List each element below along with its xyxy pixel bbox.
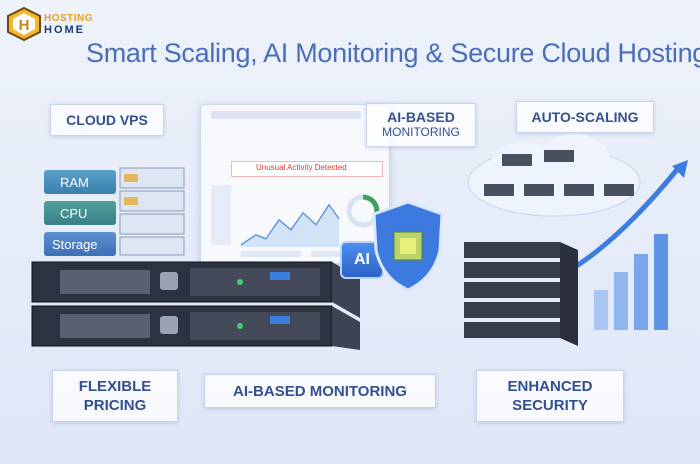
alert-text: Unusual Activity Detected [256,163,347,172]
rack-server-icon [31,261,360,350]
logo-letter: H [19,17,30,34]
ram-label: RAM [60,174,89,190]
dashboard-header-bar [211,111,361,119]
ai-badge-text: AI [354,251,370,268]
cpu-label: CPU [60,205,88,221]
shield-icon [372,200,444,292]
enhanced-security-label: ENHANCED SECURITY [476,370,624,422]
ai-monitoring-top-line1: AI-BASED [387,109,455,125]
page-title: Smart Scaling, AI Monitoring & Secure Cl… [86,38,700,68]
server-stack-icon [464,242,578,346]
ai-monitoring-bottom-text: AI-BASED MONITORING [233,382,407,400]
growth-chart-icon [568,160,688,330]
ai-monitoring-top-line2: MONITORING [382,125,460,139]
cloud-vps-text: CLOUD VPS [66,112,148,128]
brand-line1: HOSTING [44,13,94,24]
auto-scaling-label: AUTO-SCALING [516,101,654,133]
flexible-pricing-line2: PRICING [83,397,147,414]
flexible-pricing-line1: FLEXIBLE [78,378,152,395]
storage-label: Storage [52,236,98,252]
dashboard-panel: Unusual Activity Detected [200,104,390,264]
auto-scaling-text: AUTO-SCALING [531,109,639,125]
brand-line2: HOME [44,24,85,36]
flexible-pricing-label: FLEXIBLE PRICING [52,370,178,422]
vps-server-stack-icon [119,167,185,256]
ram-module: RAM [44,170,116,194]
cpu-module: CPU [44,201,116,225]
brand-logo: H HOSTING HOME [4,6,93,42]
ai-monitoring-bottom-label: AI-BASED MONITORING [204,374,436,408]
enhanced-security-line2: SECURITY [512,397,588,414]
alert-bar: Unusual Activity Detected [231,161,383,177]
storage-module: Storage [44,232,116,256]
cloud-icon [467,134,641,217]
cloud-vps-label: CLOUD VPS [50,104,164,136]
ai-monitoring-top-label: AI-BASED MONITORING [366,103,476,147]
enhanced-security-line1: ENHANCED [507,378,593,395]
logo-hexagon-icon: H [7,6,41,42]
